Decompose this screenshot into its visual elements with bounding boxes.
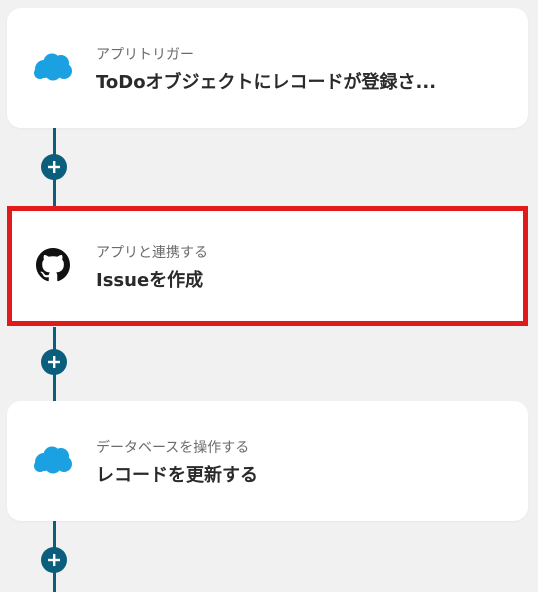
step-title: Issueを作成 (96, 270, 204, 291)
add-step-button[interactable] (41, 349, 67, 375)
add-step-button[interactable] (41, 154, 67, 180)
plus-icon (48, 554, 60, 566)
flow-step-card[interactable]: データベースを操作する レコードを更新する (7, 401, 528, 521)
step-category: アプリトリガー (96, 47, 194, 63)
flow-step-card[interactable]: アプリトリガー ToDoオブジェクトにレコードが登録さ... (7, 8, 528, 128)
step-title: レコードを更新する (96, 465, 258, 486)
salesforce-cloud-icon (33, 51, 73, 83)
plus-icon (48, 161, 60, 173)
step-category: データベースを操作する (96, 440, 250, 456)
add-step-button[interactable] (41, 547, 67, 573)
salesforce-cloud-icon (33, 444, 73, 476)
github-icon (33, 248, 73, 282)
flow-step-card-selected[interactable]: アプリと連携する Issueを作成 (7, 206, 528, 326)
step-title: ToDoオブジェクトにレコードが登録さ... (96, 72, 437, 93)
plus-icon (48, 356, 60, 368)
step-category: アプリと連携する (96, 245, 208, 261)
